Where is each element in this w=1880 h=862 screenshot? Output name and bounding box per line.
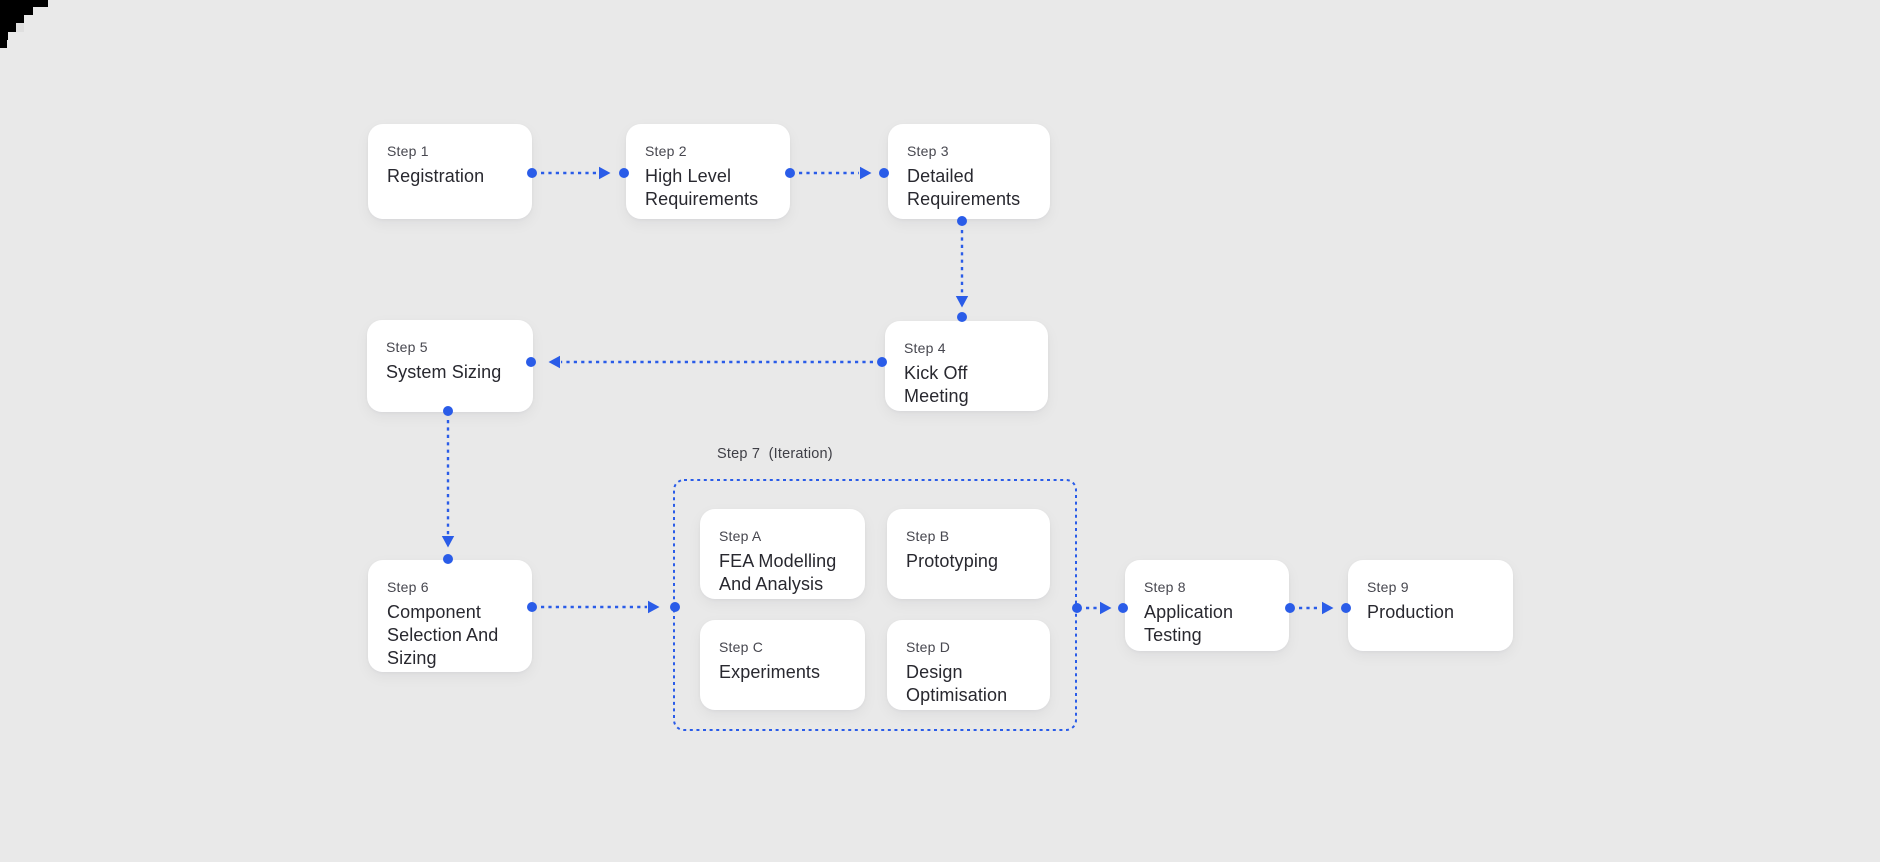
- node-step-5-label: Step 5: [386, 339, 428, 355]
- node-step-6: Step 6 Component Selection And Sizing: [368, 560, 532, 672]
- node-step-6-title: Component Selection And Sizing: [387, 602, 499, 668]
- node-step-9-label: Step 9: [1367, 579, 1409, 595]
- node-step-4-label: Step 4: [904, 340, 946, 356]
- node-step-a: Step A FEA Modelling And Analysis: [700, 509, 865, 599]
- node-step-6-label: Step 6: [387, 579, 429, 595]
- node-step-1: Step 1 Registration: [368, 124, 532, 219]
- connector-step3-step4: [955, 216, 969, 322]
- node-step-b-title: Prototyping: [906, 551, 999, 571]
- connector-step1-step2: [527, 166, 629, 180]
- node-step-3: Step 3 Detailed Requirements: [888, 124, 1050, 219]
- node-step-d-label: Step D: [906, 639, 950, 655]
- node-step-5: Step 5 System Sizing: [367, 320, 533, 412]
- node-step-d-title: Design Optimisation: [906, 662, 1008, 705]
- node-step-1-label: Step 1: [387, 143, 429, 159]
- node-step-4: Step 4 Kick Off Meeting: [885, 321, 1048, 411]
- node-step-1-title: Registration: [387, 166, 485, 186]
- node-step-b-label: Step B: [906, 528, 950, 544]
- node-step-8-label: Step 8: [1144, 579, 1186, 595]
- connector-step6-step7: [527, 600, 680, 614]
- connector-step5-step6: [441, 406, 455, 564]
- node-step-3-label: Step 3: [907, 143, 949, 159]
- iteration-group-label: Step 7 (Iteration): [717, 446, 833, 462]
- node-step-a-title: FEA Modelling And Analysis: [719, 551, 837, 594]
- node-step-b: Step B Prototyping: [887, 509, 1050, 599]
- connector-step8-step9: [1285, 601, 1351, 615]
- node-step-c-label: Step C: [719, 639, 763, 655]
- node-step-d: Step D Design Optimisation: [887, 620, 1050, 710]
- node-step-9-title: Production: [1367, 602, 1455, 622]
- connector-step2-step3: [785, 166, 889, 180]
- node-step-8-title: Application Testing: [1144, 602, 1234, 645]
- connector-step7-step8: [1072, 601, 1128, 615]
- node-step-3-title: Detailed Requirements: [907, 166, 1021, 209]
- node-step-8: Step 8 Application Testing: [1125, 560, 1289, 651]
- node-step-c-title: Experiments: [719, 662, 821, 682]
- node-step-c: Step C Experiments: [700, 620, 865, 710]
- node-step-2: Step 2 High Level Requirements: [626, 124, 790, 219]
- node-step-a-label: Step A: [719, 528, 762, 544]
- node-step-2-label: Step 2: [645, 143, 687, 159]
- node-step-9: Step 9 Production: [1348, 560, 1513, 651]
- node-step-2-title: High Level Requirements: [645, 166, 759, 209]
- node-step-5-title: System Sizing: [386, 362, 502, 382]
- node-step-4-title: Kick Off Meeting: [904, 363, 969, 406]
- connector-step4-step5: [526, 355, 887, 369]
